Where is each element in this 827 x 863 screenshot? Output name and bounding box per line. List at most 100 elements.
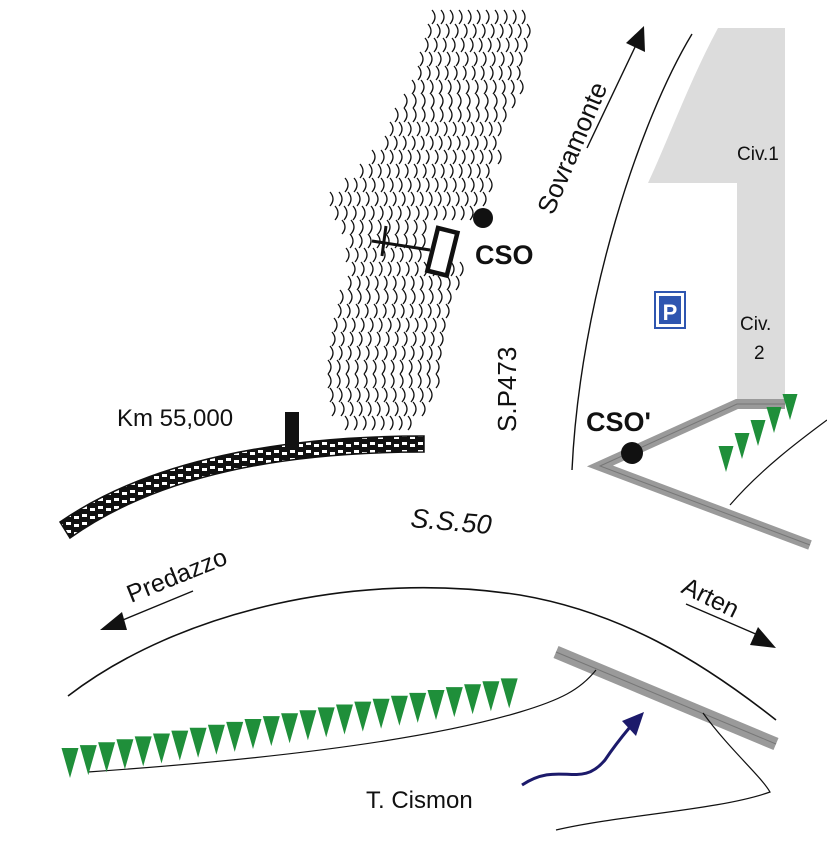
hatch-stroke [470, 149, 475, 165]
hatch-stroke [397, 205, 402, 221]
hatch-stroke [340, 331, 345, 347]
arrow-predazzo-icon [100, 590, 194, 630]
hatch-stroke [371, 149, 376, 165]
hatch-stroke [428, 275, 433, 291]
hatch-stroke [465, 135, 470, 151]
hatch-stroke [476, 9, 481, 25]
hatch-stroke [354, 373, 359, 389]
hatch-stroke [500, 51, 505, 67]
hatch-stroke [344, 177, 349, 193]
hatch-stroke [345, 373, 350, 389]
hatch-stroke [428, 51, 433, 67]
hatch-stroke [429, 79, 434, 95]
hatch-stroke [401, 387, 406, 403]
hatch-stroke [438, 79, 443, 95]
hatch-stroke [407, 149, 412, 165]
hatch-stroke [377, 219, 382, 235]
hatch-stroke [493, 107, 498, 123]
hatch-stroke [484, 107, 489, 123]
road-edge-ss50 [67, 586, 777, 721]
hatch-stroke [465, 79, 470, 95]
hatch-stroke [363, 373, 368, 389]
hatch-stroke [390, 247, 395, 263]
hatch-stroke [356, 275, 361, 291]
arrow-arten-icon [685, 603, 776, 648]
hatch-stroke [372, 359, 377, 375]
hatch-stroke [429, 135, 434, 151]
hatch-stroke [347, 275, 352, 291]
arrow-sovramonte-icon [586, 26, 645, 149]
hatch-stroke [479, 121, 484, 137]
river-bank-left [87, 669, 597, 773]
brick-wall [58, 435, 425, 540]
parking-label: P [663, 300, 678, 325]
hatch-stroke [502, 93, 507, 109]
hatch-stroke [395, 219, 400, 235]
hatch-stroke [437, 191, 442, 207]
hatch-stroke [414, 261, 419, 277]
hatch-stroke [507, 65, 512, 81]
hatch-stroke [523, 37, 528, 53]
hatch-stroke [473, 191, 478, 207]
hatch-stroke [346, 303, 351, 319]
hatch-stroke [493, 93, 498, 109]
hatch-stroke [492, 135, 497, 151]
vegetation-cso-prime [718, 394, 798, 472]
hatch-stroke [403, 401, 408, 417]
hatch-stroke [451, 37, 456, 53]
hatch-stroke [392, 387, 397, 403]
bridge-railing-outline [555, 651, 777, 745]
cso-prime-point [621, 442, 643, 464]
hatch-stroke [374, 275, 379, 291]
hatch-stroke [373, 303, 378, 319]
hatch-stroke [452, 149, 457, 165]
hatch-stroke [350, 219, 355, 235]
hatch-stroke [356, 191, 361, 207]
hatch-stroke [338, 387, 343, 403]
hatch-stroke [401, 191, 406, 207]
hatch-stroke [394, 107, 399, 123]
hatch-stroke [408, 247, 413, 263]
hatch-stroke [511, 93, 516, 109]
sp473-label: S.P473 [492, 347, 522, 432]
hatch-stroke [365, 387, 370, 403]
hatch-stroke [488, 177, 493, 193]
hatch-stroke [369, 317, 374, 333]
hatch-stroke [496, 37, 501, 53]
hatch-stroke [410, 387, 415, 403]
hatch-stroke [456, 135, 461, 151]
hatch-stroke [428, 191, 433, 207]
hatch-stroke [367, 233, 372, 249]
hatch-stroke [362, 177, 367, 193]
hatch-stroke [497, 149, 502, 165]
hatch-stroke [374, 387, 379, 403]
hatch-stroke [482, 191, 487, 207]
hatch-stroke [374, 345, 379, 361]
hatch-stroke [329, 345, 334, 361]
hatch-stroke [463, 23, 468, 39]
hatch-stroke [394, 401, 399, 417]
vegetation-icon [262, 716, 280, 747]
hatch-stroke [435, 373, 440, 389]
hatch-stroke [501, 79, 506, 95]
hatch-stroke [386, 163, 391, 179]
hatch-stroke [436, 303, 441, 319]
vegetation-icon [244, 719, 262, 749]
vegetation-icon [98, 742, 116, 773]
hatch-stroke [345, 247, 350, 263]
hatch-stroke [338, 191, 343, 207]
hatch-stroke [485, 163, 490, 179]
hatch-stroke [444, 65, 449, 81]
hatch-stroke [380, 415, 385, 431]
hatch-stroke [378, 317, 383, 333]
vegetation-icon [718, 446, 734, 472]
vegetation-icon [500, 678, 518, 709]
hatch-stroke [448, 93, 453, 109]
hatch-stroke [422, 163, 427, 179]
hatch-stroke [393, 135, 398, 151]
hatch-stroke [461, 121, 466, 137]
hatch-stroke [460, 205, 465, 221]
hatch-stroke [456, 79, 461, 95]
hatch-stroke [398, 177, 403, 193]
hatch-stroke [471, 65, 476, 81]
